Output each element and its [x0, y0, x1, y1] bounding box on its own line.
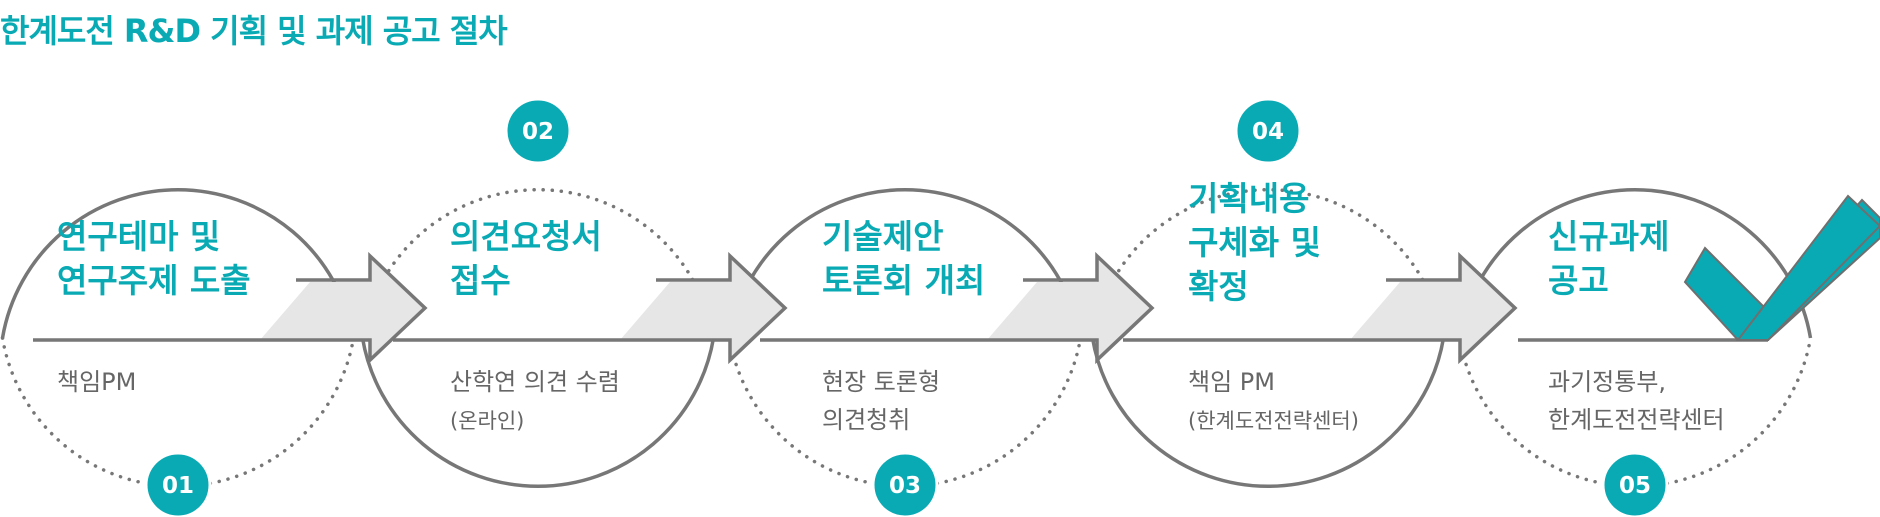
arrow-2-fill	[620, 258, 785, 358]
step-2-desc-line-1: 산학연 의견 수렴	[450, 368, 620, 396]
step-3-title-line-2: 토론회 개최	[822, 261, 985, 300]
step-1-title-line-2: 연구주제 도출	[57, 261, 251, 300]
step-5-number: 05	[1619, 473, 1651, 499]
step-3-badge: 03	[871, 451, 939, 517]
step-1-badge: 01	[144, 451, 212, 517]
step-5-desc-line-2: 한계도전전략센터	[1548, 406, 1725, 434]
step-1-circle-solid	[0, 188, 356, 339]
step-4-title-line-1: 기획내용	[1188, 179, 1309, 218]
step-1-desc-line-1: 책임PM	[57, 368, 136, 396]
step-3-desc-line-2: 의견청취	[822, 406, 910, 434]
step-4-badge: 04	[1234, 97, 1302, 165]
step-3-desc-line-1: 현장 토론형	[822, 368, 940, 396]
arrow-3-fill	[987, 258, 1152, 358]
step-4-desc-line-1: 책임 PM	[1188, 368, 1275, 396]
step-2-circle-solid	[360, 337, 716, 488]
step-5-badge: 05	[1601, 451, 1669, 517]
step-5-desc-line-1: 과기정통부,	[1548, 368, 1666, 396]
step-5-title-line-2: 공고	[1548, 261, 1609, 300]
step-2-number: 02	[522, 119, 554, 145]
step-4-title-line-2: 구체화 및	[1188, 223, 1321, 262]
step-4-title-line-3: 확정	[1188, 267, 1249, 306]
step-2-title-line-1: 의견요청서	[450, 217, 602, 256]
step-1-title-line-1: 연구테마 및	[57, 217, 220, 256]
arrow-3-outline	[760, 251, 1155, 365]
arrow-2-outline	[393, 251, 788, 365]
step-2-badge: 02	[504, 97, 572, 165]
step-3-number: 03	[889, 473, 921, 499]
step-1-number: 01	[162, 473, 194, 499]
arrow-1-outline	[33, 251, 428, 365]
step-5-circle-solid	[1457, 188, 1813, 339]
checkmark-icon	[1683, 194, 1880, 341]
step-4-circle-solid	[1090, 337, 1446, 488]
step-4-number: 04	[1252, 119, 1284, 145]
arrow-4-fill	[1350, 258, 1515, 358]
step-3-title-line-1: 기술제안	[822, 217, 943, 256]
step-5-title-line-1: 신규과제	[1548, 217, 1669, 256]
step-2-title-line-2: 접수	[450, 261, 511, 300]
page-title: 한계도전 R&D 기획 및 과제 공고 절차	[0, 12, 508, 50]
step-3-circle-solid	[727, 188, 1083, 339]
step-2-desc-line-2: (온라인)	[450, 409, 524, 433]
arrow-4-outline	[1123, 251, 1518, 365]
arrow-1-fill	[260, 258, 425, 358]
step-4-desc-line-2: (한계도전전략센터)	[1188, 409, 1359, 433]
